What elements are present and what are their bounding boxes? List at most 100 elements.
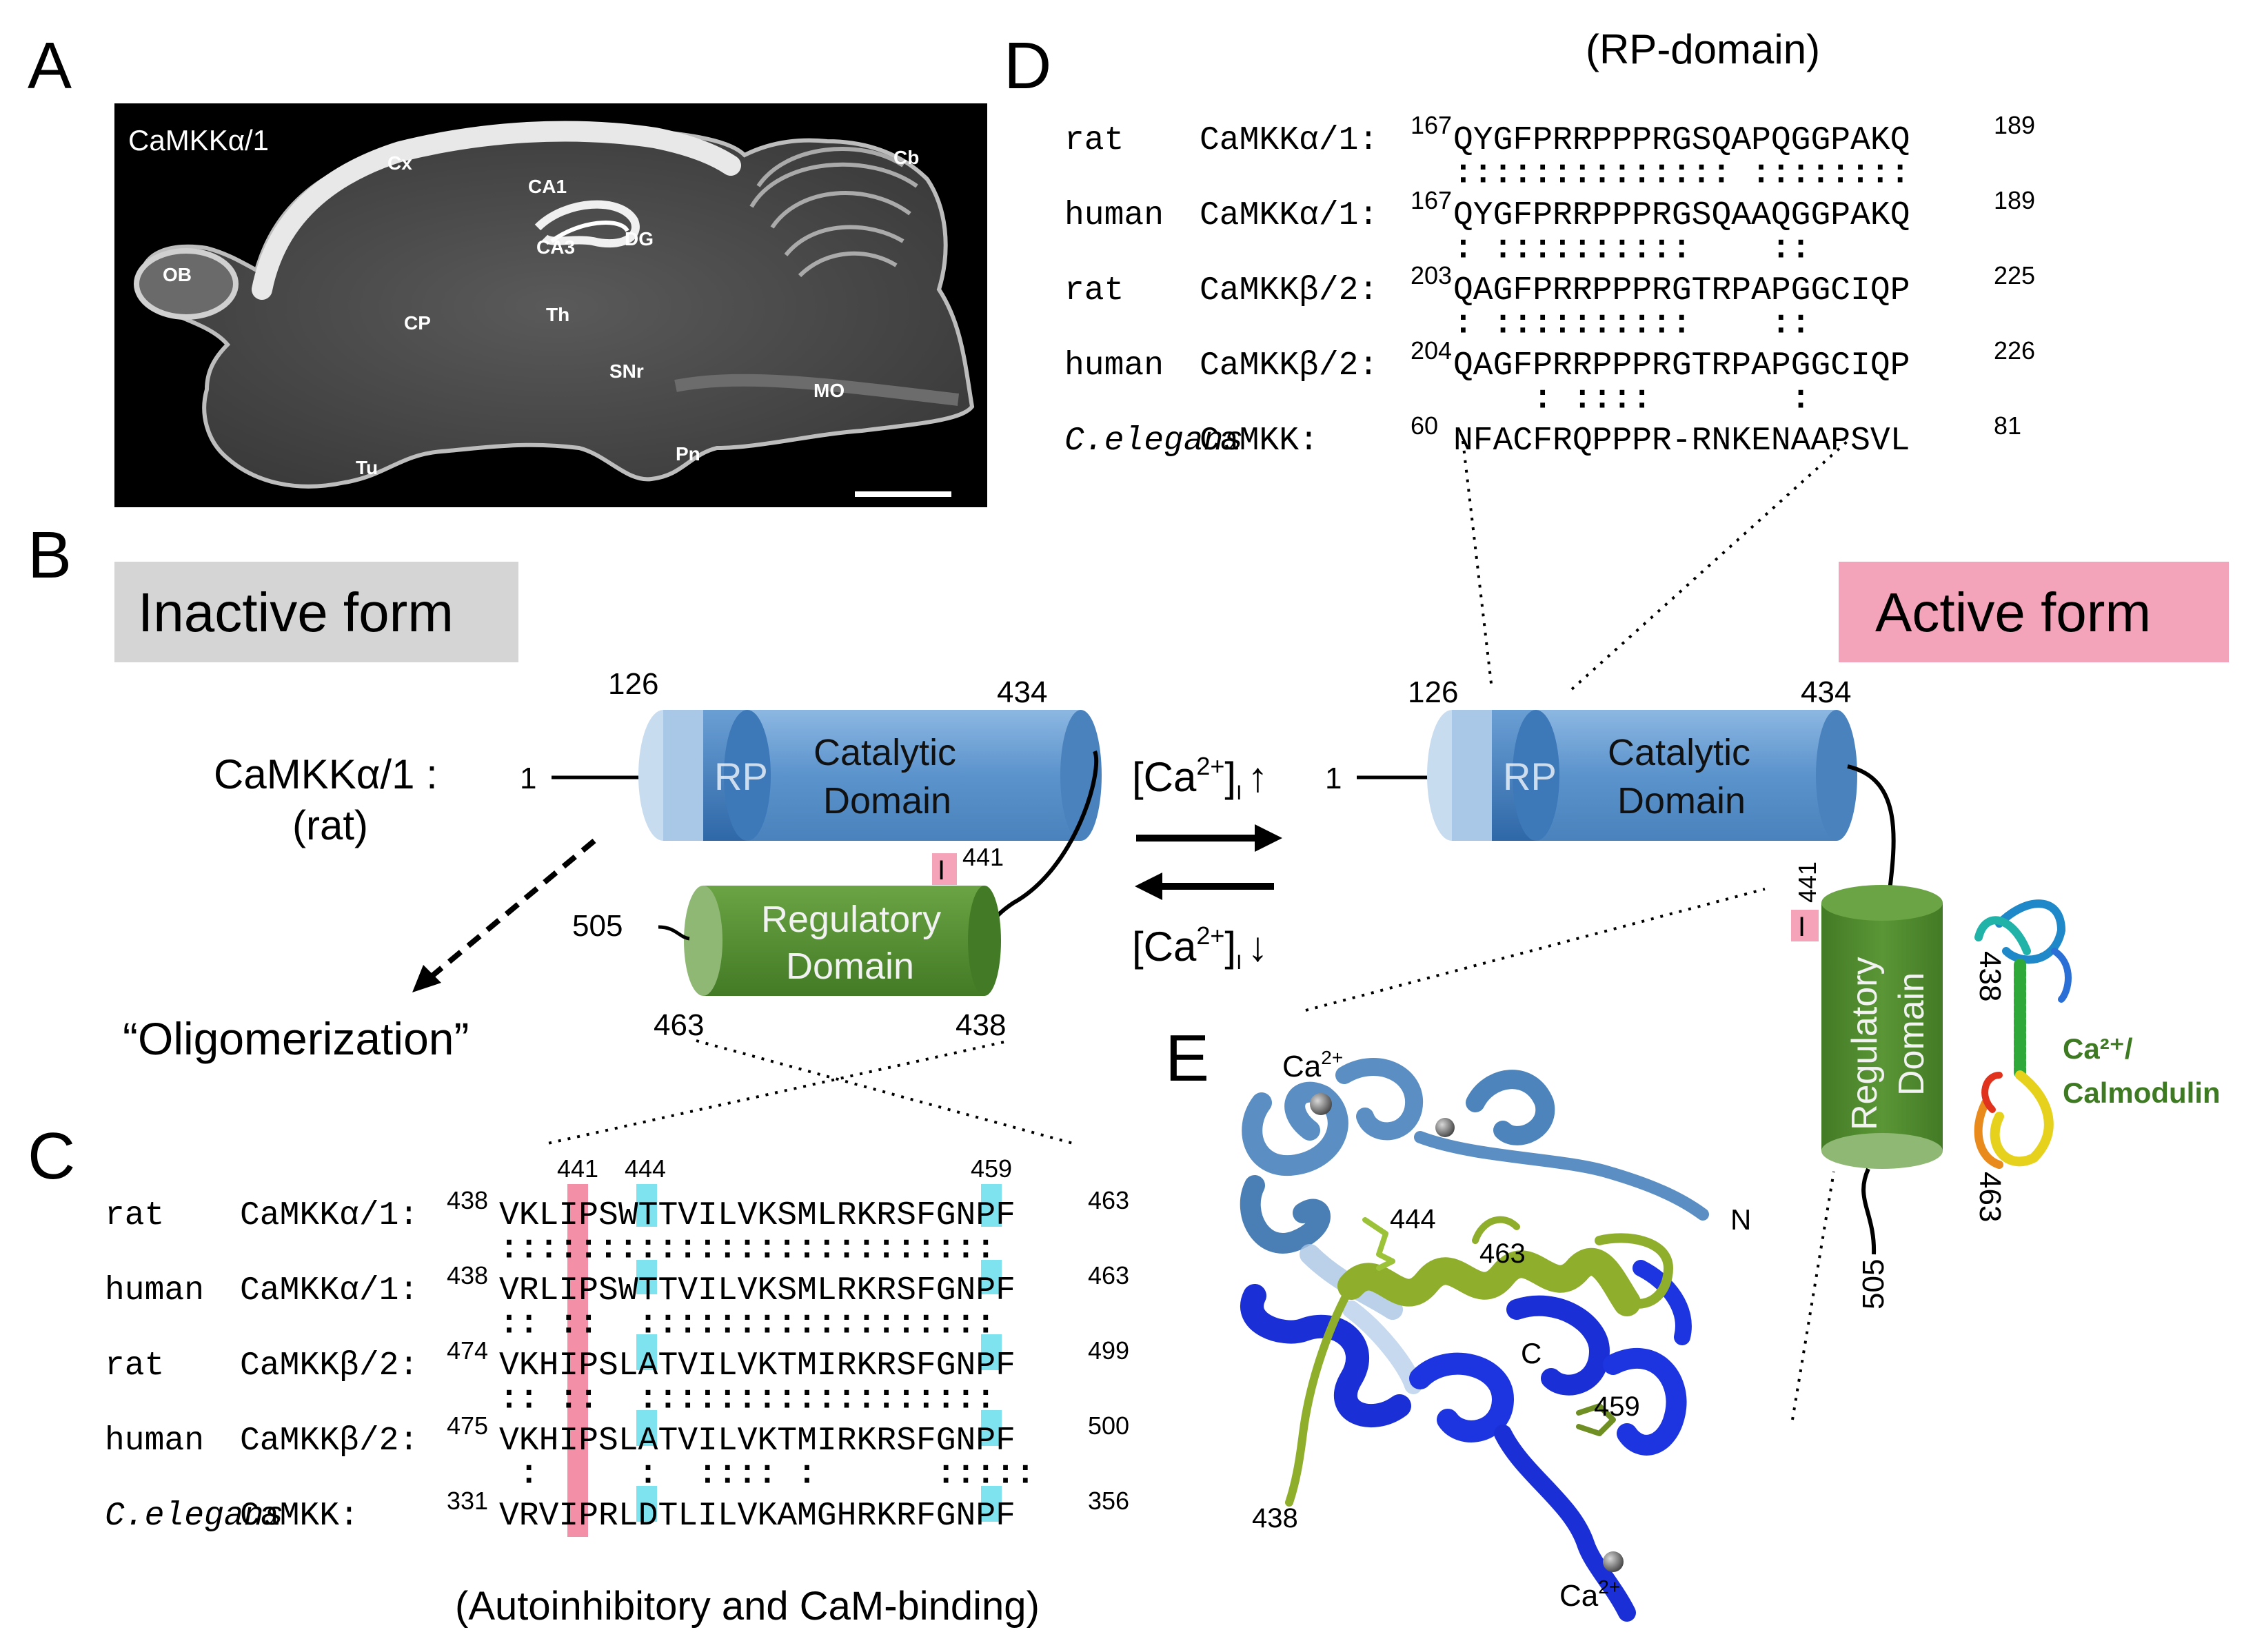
n-terminus-label: N [1730, 1203, 1751, 1236]
inactive-pos-463: 463 [654, 1008, 704, 1042]
active-catalytic-label-1: Catalytic [1608, 732, 1750, 773]
alignment-start: 331 [447, 1487, 488, 1515]
alignment-sequence: QYGFPRRPPPRGSQAPQGGPAKQ [1453, 122, 1910, 159]
alignment-start: 438 [447, 1186, 488, 1214]
alignment-species: C.elegans [1064, 422, 1243, 460]
alignment-conservation: : :::::::::: :: [1453, 306, 1810, 343]
brain-micrograph: CaMKKα/1 Cx CA1 CA3 DG Cb OB CP Th SNr M… [114, 103, 987, 507]
inactive-regulatory-label-2: Domain [786, 946, 914, 987]
mark-444: 444 [625, 1154, 666, 1183]
active-i-label: I [1798, 912, 1806, 942]
active-pos-438: 438 [1973, 951, 2007, 1001]
region-cp: CP [404, 312, 431, 334]
active-n-term: 1 [1325, 762, 1342, 795]
alignment-end: 463 [1088, 1261, 1129, 1289]
inactive-catalytic-label-2: Domain [823, 780, 951, 822]
alignment-protein: CaMKK: [1200, 422, 1319, 460]
hippocampus [534, 200, 640, 248]
alignment-conservation: : :::::::::: :: [1453, 231, 1810, 268]
region-mo: MO [813, 380, 845, 401]
residue-459-label: 459 [1594, 1391, 1640, 1422]
alignment-start: 474 [447, 1336, 488, 1365]
alignment-species: rat [1064, 272, 1124, 309]
alignment-species: rat [105, 1197, 164, 1234]
alignment-start: 167 [1411, 186, 1452, 214]
c-terminus-label: C [1521, 1337, 1542, 1369]
active-catalytic-domain: RP Catalytic Domain [1427, 710, 1857, 841]
alignment-sequence: VRVIPRLDTLILVKAMGHRKRFGNPF [499, 1498, 1015, 1535]
alignment-species: rat [1064, 122, 1124, 159]
highlight-441 [567, 1184, 588, 1537]
region-th: Th [546, 304, 569, 325]
alignment-start: 475 [447, 1411, 488, 1440]
inactive-label-bg [114, 562, 518, 662]
inactive-i-box [932, 853, 957, 885]
calcium-equilibrium: [Ca2+]I↑ [Ca2+]I↓ [1132, 752, 1282, 974]
highlight-444-b [636, 1260, 657, 1294]
inactive-cat-end: 434 [997, 675, 1047, 709]
ca-label-top: Ca2+ [1282, 1047, 1343, 1083]
alignment-conservation: : : :::: : ::::: [499, 1456, 1035, 1493]
inactive-i-pos: 441 [962, 843, 1004, 871]
alignment-protein: CaMKKβ/2: [240, 1422, 418, 1460]
protein-species: (rat) [292, 802, 368, 848]
inactive-regulatory-label-1: Regulatory [761, 899, 941, 940]
panel-letter-c: C [28, 1119, 75, 1193]
dotted-connectors [544, 440, 1849, 1420]
region-cx: Cx [387, 152, 412, 174]
panel-letter-e: E [1165, 1021, 1209, 1095]
mark-459: 459 [971, 1154, 1012, 1183]
cortex-rim [252, 121, 741, 300]
alignment-species: human [1064, 197, 1164, 234]
inactive-catalytic-label-1: Catalytic [813, 732, 956, 773]
active-i-box [1791, 910, 1819, 941]
alignment-start: 438 [447, 1261, 488, 1289]
alignment-conservation: : :::: : [1453, 381, 1810, 418]
panel-letter-b: B [28, 518, 72, 592]
alignment-sequence: QAGFPRRPPPRGTRPAPGGCIQP [1453, 272, 1910, 309]
calmodulin-label-1: Ca²⁺/ [2063, 1032, 2133, 1065]
alignment-end: 463 [1088, 1186, 1129, 1214]
region-tu: Tu [356, 457, 378, 478]
active-rp-start: 126 [1408, 675, 1458, 709]
protein-name: CaMKKα/1 : [214, 751, 438, 797]
residue-463-label: 463 [1479, 1238, 1526, 1269]
calcium-ion-3 [1603, 1551, 1624, 1572]
alignment-protein: CaMKKα/1: [1200, 197, 1378, 234]
alignment-protein: CaMKKβ/2: [1200, 347, 1378, 385]
alignment-end: 225 [1994, 261, 2035, 289]
residue-438-label: 438 [1252, 1503, 1298, 1533]
active-pos-463: 463 [1973, 1172, 2007, 1222]
region-snr: SNr [609, 360, 644, 382]
alignment-conservation: :: :: :::::::::::::::::: [499, 1306, 995, 1343]
alignment-conservation: ::::::::::::::::::::::::: [499, 1231, 995, 1268]
active-rp-label: RP [1503, 755, 1557, 798]
highlight-459 [981, 1184, 1002, 1227]
active-catalytic-label-2: Domain [1617, 780, 1746, 822]
active-i-pos: 441 [1793, 861, 1821, 903]
region-cb: Cb [893, 147, 919, 168]
alignment-conservation: :::::::::::::: :::::::: [1453, 156, 1910, 193]
calcium-ion-1 [1310, 1093, 1332, 1115]
alignment-sequence: VKHIPSLATVILVKTMIRKRSFGNPF [499, 1422, 1015, 1460]
alignment-start: 167 [1411, 111, 1452, 139]
inactive-catalytic-domain: RP Catalytic Domain [638, 710, 1102, 841]
highlight-459-b [981, 1260, 1002, 1294]
inactive-rp-start: 126 [608, 667, 658, 701]
protein-ribbon-structure [1240, 1058, 1709, 1622]
calcium-ion-2 [1435, 1118, 1455, 1137]
brainstem [674, 374, 960, 406]
alignment-conservation: :: :: :::::::::::::::::: [499, 1381, 995, 1418]
alignment-end: 189 [1994, 111, 2035, 139]
inactive-pos-505: 505 [572, 909, 623, 943]
alignment-species: human [105, 1422, 204, 1460]
highlight-459-e [981, 1486, 1002, 1522]
active-label: Active form [1875, 582, 2151, 643]
alignment-start: 60 [1411, 411, 1438, 440]
alignment-end: 356 [1088, 1487, 1129, 1515]
inactive-rp-label: RP [714, 755, 768, 798]
svg-text:[Ca2+]I↓: [Ca2+]I↓ [1132, 921, 1268, 974]
active-regulatory-label-2: Domain [1892, 972, 1932, 1096]
